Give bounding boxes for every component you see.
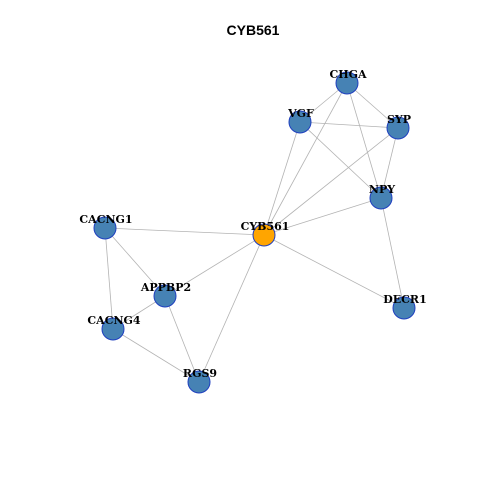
edge-layer	[104, 82, 405, 383]
node-circle-cacng4	[101, 317, 125, 341]
node-cacng4: CACNG4	[87, 314, 141, 341]
edge-cacng1-appbp2	[104, 227, 166, 297]
node-label-chga: CHGA	[329, 68, 367, 81]
edge-vgf-syp	[299, 121, 399, 129]
edge-vgf-npy	[299, 121, 382, 199]
node-circle-appbp2	[153, 284, 177, 308]
edge-syp-npy	[380, 127, 399, 199]
node-circle-rgs9	[187, 370, 211, 394]
node-appbp2: APPBP2	[140, 281, 191, 308]
node-label-appbp2: APPBP2	[140, 281, 191, 294]
node-label-syp: SYP	[387, 113, 411, 126]
node-label-cacng1: CACNG1	[79, 213, 132, 226]
edge-cacng1-cyb561	[104, 227, 265, 236]
node-npy: NPY	[369, 183, 395, 210]
node-label-cyb561: CYB561	[241, 220, 290, 233]
node-circle-chga	[335, 71, 359, 95]
edge-appbp2-rgs9	[164, 295, 200, 383]
node-circle-cyb561	[252, 223, 276, 247]
node-label-decr1: DECR1	[383, 293, 426, 306]
edge-syp-cyb561	[263, 127, 399, 236]
edge-npy-cyb561	[263, 197, 382, 236]
edge-cyb561-decr1	[263, 234, 405, 309]
node-label-npy: NPY	[369, 183, 395, 196]
node-circle-cacng1	[93, 216, 117, 240]
edge-chga-cyb561	[263, 82, 348, 236]
node-decr1: DECR1	[383, 293, 427, 320]
edge-npy-decr1	[380, 197, 405, 309]
node-label-cacng4: CACNG4	[87, 314, 140, 327]
node-rgs9: RGS9	[183, 367, 217, 394]
node-vgf: VGF	[287, 107, 314, 134]
edge-cacng4-rgs9	[112, 328, 200, 383]
node-cyb561: CYB561	[241, 220, 290, 247]
node-syp: SYP	[386, 113, 411, 140]
edge-chga-npy	[346, 82, 382, 199]
node-label-vgf: VGF	[287, 107, 314, 120]
node-circle-vgf	[288, 110, 312, 134]
node-circle-syp	[386, 116, 410, 140]
node-label-rgs9: RGS9	[183, 367, 217, 380]
graph-title: CYB561	[227, 22, 280, 38]
edge-cacng1-cacng4	[104, 227, 114, 330]
node-chga: CHGA	[329, 68, 367, 95]
edge-vgf-cyb561	[263, 121, 301, 236]
node-circle-npy	[369, 186, 393, 210]
edge-cyb561-appbp2	[164, 234, 265, 297]
node-circle-decr1	[392, 296, 416, 320]
edge-cyb561-rgs9	[198, 234, 265, 383]
node-cacng1: CACNG1	[79, 213, 133, 240]
